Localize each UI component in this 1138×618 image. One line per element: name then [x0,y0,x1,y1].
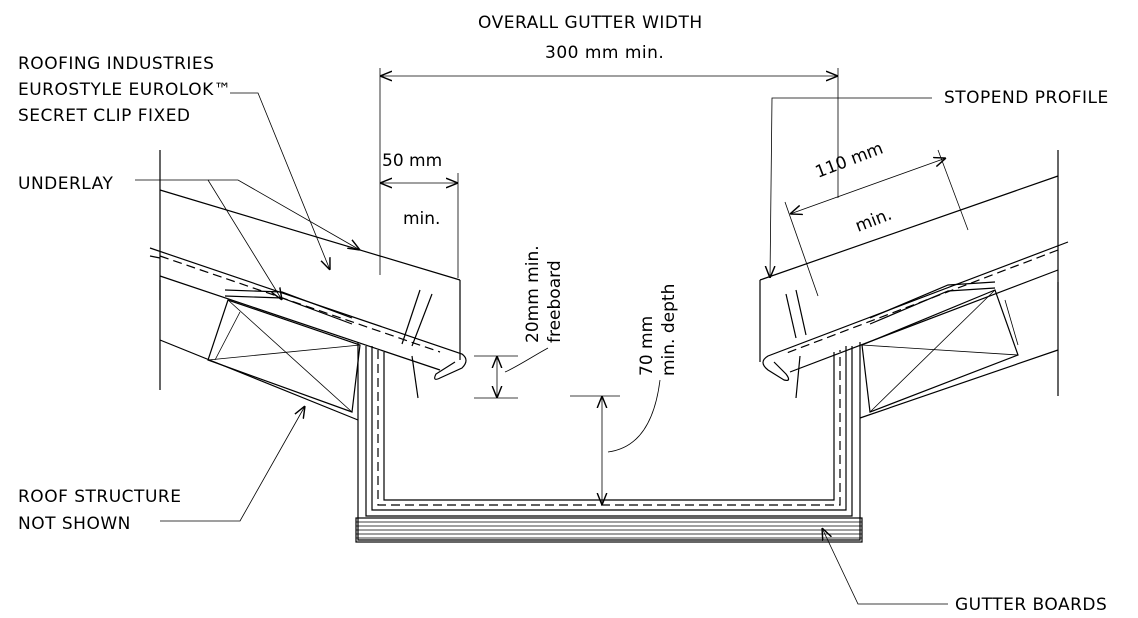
right-roof-assembly [759,150,1069,419]
left-roof-assembly [149,150,467,421]
roof-structure-label-line2: NOT SHOWN [18,514,131,534]
stopend-leader [770,97,932,278]
underlay-leader [135,179,282,300]
right-overlap-value: 110 mm [813,139,886,183]
gutter-boards-leader [822,528,948,605]
overall-width-value: 300 mm min. [545,43,664,63]
right-overlap-dimension [790,158,946,214]
overall-width-title: OVERALL GUTTER WIDTH [478,13,703,33]
roofing-label-line2: EUROSTYLE EUROLOK™ [18,80,231,100]
freeboard-line1: 20mm min. [523,245,543,343]
roofing-label-line3: SECRET CLIP FIXED [18,106,191,126]
freeboard-line2: freeboard [545,260,565,343]
roof-structure-leader [160,406,305,522]
right-overlap-min: min. [853,205,895,237]
depth-line1: 70 mm [637,316,657,376]
left-overlap-min: min. [403,209,440,229]
left-overlap-value: 50 mm [382,151,442,171]
leader-lines [135,92,948,605]
underlay-label: UNDERLAY [18,174,113,194]
roof-structure-label-line1: ROOF STRUCTURE [18,487,181,507]
dimension-lines [379,68,969,505]
freeboard-leader [504,347,549,373]
gutter-boards-label: GUTTER BOARDS [955,595,1107,615]
gutter-section [355,342,863,543]
depth-leader [607,379,661,453]
roofing-leader [230,92,330,270]
roofing-label-line1: ROOFING INDUSTRIES [18,54,214,74]
stopend-label: STOPEND PROFILE [944,88,1109,108]
underlay-leader-branch [208,179,360,250]
depth-line2: min. depth [659,284,679,376]
